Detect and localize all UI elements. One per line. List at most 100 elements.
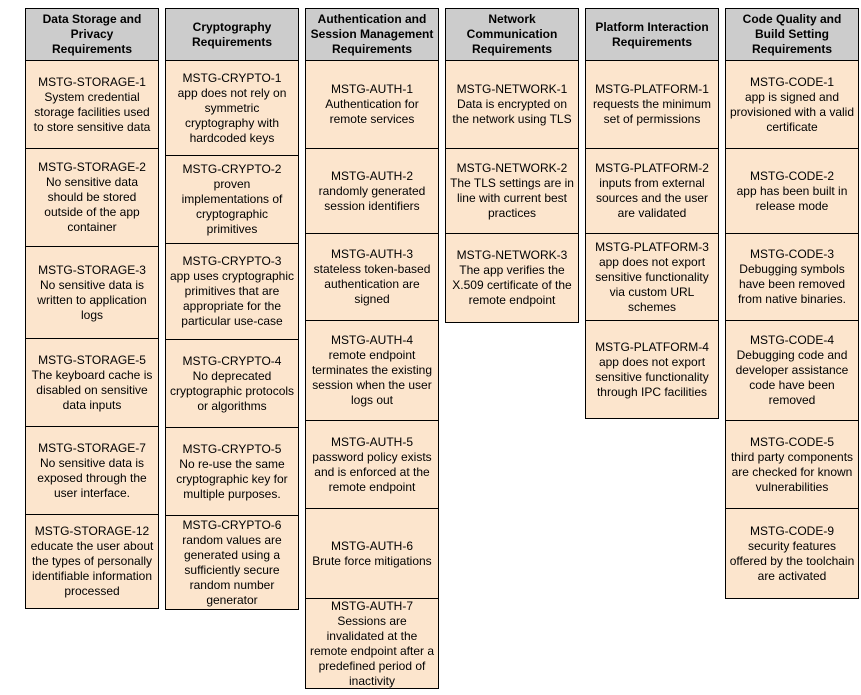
requirement-cell-auth-6: MSTG-AUTH-6 Brute force mitigations bbox=[305, 508, 439, 599]
requirement-desc: Debugging code and developer assistance … bbox=[735, 348, 849, 407]
requirement-cell-code-9: MSTG-CODE-9 security features offered by… bbox=[725, 508, 859, 599]
requirement-id: MSTG-STORAGE-1 bbox=[38, 74, 146, 89]
requirement-cell-code-4: MSTG-CODE-4 Debugging code and developer… bbox=[725, 320, 859, 421]
requirement-desc: password policy exists and is enforced a… bbox=[312, 449, 432, 494]
requirement-desc: security features offered by the toolcha… bbox=[729, 538, 855, 583]
column-header-platform: Platform Interaction Requirements bbox=[585, 8, 719, 61]
requirement-id: MSTG-CRYPTO-2 bbox=[182, 162, 282, 176]
requirement-desc: educate the user about the types of pers… bbox=[30, 539, 154, 598]
requirement-desc: proven implementations of cryptographic … bbox=[181, 177, 283, 236]
requirement-cell-network-1: MSTG-NETWORK-1 Data is encrypted on the … bbox=[445, 60, 579, 149]
requirement-cell-auth-1: MSTG-AUTH-1 Authentication for remote se… bbox=[305, 60, 439, 149]
requirement-id: MSTG-AUTH-1 bbox=[331, 82, 413, 96]
requirement-desc: The TLS settings are in line with curren… bbox=[450, 176, 574, 220]
requirement-desc: app does not export sensitive functional… bbox=[595, 254, 709, 314]
column-header-data-storage: Data Storage and Privacy Requirements bbox=[25, 8, 159, 61]
requirement-cell-storage-7: MSTG-STORAGE-7 No sensitive data is expo… bbox=[25, 426, 159, 515]
column-header-cryptography: Cryptography Requirements bbox=[165, 8, 299, 61]
requirement-id: MSTG-AUTH-7 bbox=[331, 598, 413, 613]
requirement-id: MSTG-CODE-9 bbox=[750, 523, 834, 538]
column-network: Network Communication Requirements MSTG-… bbox=[445, 8, 579, 323]
requirement-id: MSTG-STORAGE-3 bbox=[38, 262, 146, 277]
column-header-authentication: Authentication and Session Management Re… bbox=[305, 8, 439, 61]
requirement-cell-storage-1: MSTG-STORAGE-1 System credential storage… bbox=[25, 60, 159, 149]
requirement-cell-platform-3: MSTG-PLATFORM-3 app does not export sens… bbox=[585, 233, 719, 321]
requirement-id: MSTG-CRYPTO-4 bbox=[182, 353, 282, 368]
requirement-id: MSTG-CODE-2 bbox=[750, 168, 834, 183]
requirements-table: Data Storage and Privacy Requirements MS… bbox=[25, 8, 859, 689]
requirement-cell-auth-5: MSTG-AUTH-5 password policy exists and i… bbox=[305, 420, 439, 509]
requirement-desc: The keyboard cache is disabled on sensit… bbox=[31, 367, 153, 412]
requirement-desc: No re-use the same cryptographic key for… bbox=[176, 456, 288, 501]
requirement-id: MSTG-CODE-1 bbox=[750, 74, 834, 89]
requirement-desc: randomly generated session identifiers bbox=[318, 183, 426, 213]
requirement-desc: Data is encrypted on the network using T… bbox=[452, 97, 572, 126]
requirement-cell-auth-2: MSTG-AUTH-2 randomly generated session i… bbox=[305, 148, 439, 234]
requirement-id: MSTG-CRYPTO-6 bbox=[182, 517, 282, 532]
requirement-desc: Sessions are invalidated at the remote e… bbox=[309, 613, 435, 688]
requirement-cell-crypto-1: MSTG-CRYPTO-1 app does not rely on symme… bbox=[165, 60, 299, 156]
requirement-desc: Debugging symbols have been removed from… bbox=[737, 262, 847, 306]
requirement-desc: app is signed and provisioned with a val… bbox=[729, 89, 855, 134]
requirement-cell-auth-7: MSTG-AUTH-7 Sessions are invalidated at … bbox=[305, 598, 439, 689]
column-header-code-quality: Code Quality and Build Setting Requireme… bbox=[725, 8, 859, 61]
requirement-cell-storage-12: MSTG-STORAGE-12 educate the user about t… bbox=[25, 514, 159, 609]
requirement-cell-network-2: MSTG-NETWORK-2 The TLS settings are in l… bbox=[445, 148, 579, 234]
requirement-id: MSTG-CODE-4 bbox=[750, 333, 834, 347]
requirement-desc: No sensitive data is exposed through the… bbox=[37, 455, 147, 500]
column-data-storage: Data Storage and Privacy Requirements MS… bbox=[25, 8, 159, 609]
requirement-cell-platform-4: MSTG-PLATFORM-4 app does not export sens… bbox=[585, 320, 719, 419]
requirement-id: MSTG-AUTH-4 bbox=[331, 333, 413, 347]
column-code-quality: Code Quality and Build Setting Requireme… bbox=[725, 8, 859, 599]
requirement-cell-crypto-4: MSTG-CRYPTO-4 No deprecated cryptographi… bbox=[165, 339, 299, 428]
column-header-network: Network Communication Requirements bbox=[445, 8, 579, 61]
requirement-desc: inputs from external sources and the use… bbox=[595, 176, 709, 220]
requirement-id: MSTG-STORAGE-5 bbox=[38, 352, 146, 367]
requirement-id: MSTG-CODE-3 bbox=[750, 247, 834, 261]
requirement-desc: third party components are checked for k… bbox=[730, 449, 854, 494]
requirement-cell-crypto-5: MSTG-CRYPTO-5 No re-use the same cryptog… bbox=[165, 427, 299, 516]
requirement-desc: requests the minimum set of permissions bbox=[592, 97, 712, 126]
requirement-cell-code-3: MSTG-CODE-3 Debugging symbols have been … bbox=[725, 233, 859, 321]
requirement-desc: remote endpoint terminates the existing … bbox=[311, 348, 433, 407]
requirement-desc: random values are generated using a suff… bbox=[182, 532, 282, 607]
requirement-cell-auth-4: MSTG-AUTH-4 remote endpoint terminates t… bbox=[305, 320, 439, 421]
requirement-id: MSTG-CRYPTO-5 bbox=[182, 441, 282, 456]
requirement-desc: app has been built in release mode bbox=[736, 183, 848, 213]
requirement-cell-platform-1: MSTG-PLATFORM-1 requests the minimum set… bbox=[585, 60, 719, 149]
requirement-id: MSTG-PLATFORM-1 bbox=[595, 82, 709, 96]
column-authentication: Authentication and Session Management Re… bbox=[305, 8, 439, 689]
requirement-cell-code-5: MSTG-CODE-5 third party components are c… bbox=[725, 420, 859, 509]
requirement-id: MSTG-NETWORK-2 bbox=[456, 161, 568, 175]
requirement-cell-code-2: MSTG-CODE-2 app has been built in releas… bbox=[725, 148, 859, 234]
requirement-desc: The app verifies the X.509 certificate o… bbox=[452, 263, 572, 307]
requirement-desc: app uses cryptographic primitives that a… bbox=[169, 269, 295, 328]
requirement-desc: No sensitive data should be stored outsi… bbox=[44, 175, 140, 234]
requirement-id: MSTG-AUTH-2 bbox=[331, 168, 413, 183]
requirement-desc: app does not rely on symmetric cryptogra… bbox=[177, 85, 287, 145]
requirement-cell-storage-2: MSTG-STORAGE-2 No sensitive data should … bbox=[25, 148, 159, 247]
requirement-desc: Brute force mitigations bbox=[312, 553, 432, 568]
requirement-cell-storage-5: MSTG-STORAGE-5 The keyboard cache is dis… bbox=[25, 338, 159, 427]
column-cryptography: Cryptography Requirements MSTG-CRYPTO-1 … bbox=[165, 8, 299, 610]
requirement-cell-network-3: MSTG-NETWORK-3 The app verifies the X.50… bbox=[445, 233, 579, 323]
requirement-id: MSTG-CODE-5 bbox=[750, 434, 834, 449]
requirement-id: MSTG-CRYPTO-1 bbox=[182, 70, 282, 85]
requirement-id: MSTG-AUTH-5 bbox=[331, 434, 413, 449]
requirement-cell-crypto-6: MSTG-CRYPTO-6 random values are generate… bbox=[165, 515, 299, 610]
requirement-id: MSTG-PLATFORM-4 bbox=[595, 339, 709, 354]
requirement-id: MSTG-AUTH-3 bbox=[331, 247, 413, 261]
requirement-id: MSTG-NETWORK-1 bbox=[456, 82, 568, 96]
requirement-desc: Authentication for remote services bbox=[325, 97, 419, 126]
requirement-id: MSTG-PLATFORM-3 bbox=[595, 239, 709, 254]
requirement-id: MSTG-STORAGE-2 bbox=[38, 160, 146, 174]
requirement-cell-crypto-3: MSTG-CRYPTO-3 app uses cryptographic pri… bbox=[165, 243, 299, 340]
requirement-desc: No sensitive data is written to applicat… bbox=[37, 277, 147, 322]
requirement-id: MSTG-STORAGE-7 bbox=[38, 440, 146, 455]
requirement-cell-code-1: MSTG-CODE-1 app is signed and provisione… bbox=[725, 60, 859, 149]
requirement-cell-storage-3: MSTG-STORAGE-3 No sensitive data is writ… bbox=[25, 246, 159, 339]
requirement-id: MSTG-AUTH-6 bbox=[331, 538, 413, 553]
requirement-cell-platform-2: MSTG-PLATFORM-2 inputs from external sou… bbox=[585, 148, 719, 234]
requirement-id: MSTG-NETWORK-3 bbox=[456, 248, 568, 262]
